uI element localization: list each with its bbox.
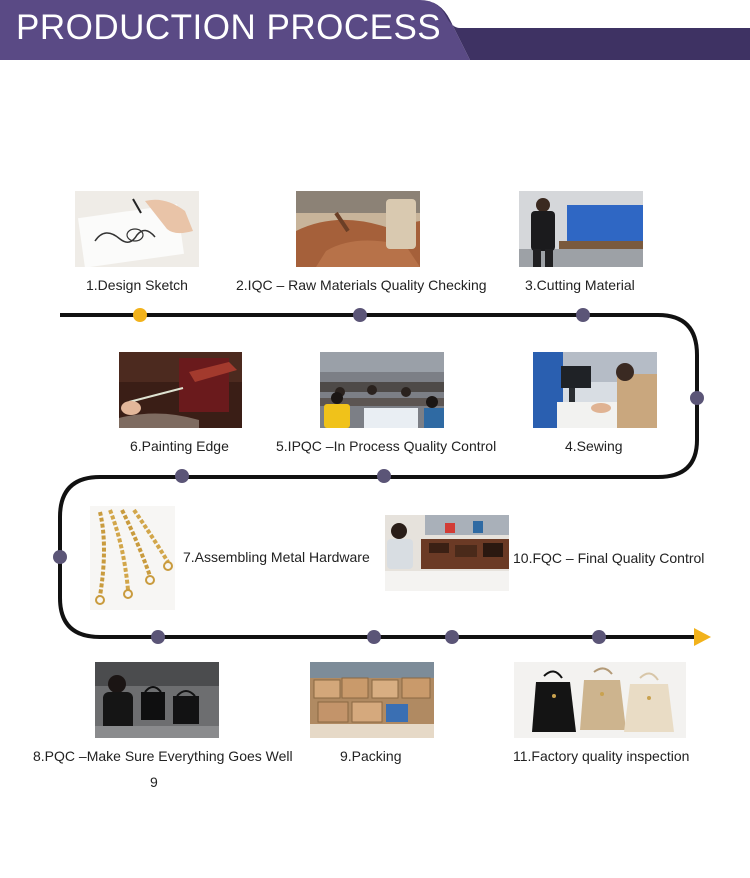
step-label-cutting: 3.Cutting Material [525, 277, 635, 293]
flow-node [151, 630, 165, 644]
cutting-photo [519, 191, 643, 267]
step-label-factory-inspection: 11.Factory quality inspection [513, 748, 690, 764]
step-label-iqc: 2.IQC – Raw Materials Quality Checking [236, 277, 487, 293]
leather-photo [296, 191, 420, 267]
sewing-photo [533, 352, 657, 428]
flow-node [445, 630, 459, 644]
flow-node [690, 391, 704, 405]
handbags-photo [514, 662, 686, 738]
flow-node [592, 630, 606, 644]
workshop-photo [320, 352, 444, 428]
flow-arrow-icon [694, 628, 711, 646]
chain-photo [90, 506, 175, 610]
step-label-packing: 9.Packing [340, 748, 402, 764]
painting-photo [119, 352, 242, 428]
flow-node [353, 308, 367, 322]
sketch-photo [75, 191, 199, 267]
flow-node-start [133, 308, 147, 322]
flow-node [377, 469, 391, 483]
step-label-fqc: 10.FQC – Final Quality Control [513, 550, 705, 566]
step-label-hardware: 7.Assembling Metal Hardware [183, 549, 370, 565]
flow-node [367, 630, 381, 644]
flow-node [175, 469, 189, 483]
step-label-pqc: 8.PQC –Make Sure Everything Goes Well [33, 748, 293, 764]
step-label-ipqc: 5.IPQC –In Process Quality Control [276, 438, 497, 454]
header-banner: PRODUCTION PROCESS [0, 0, 750, 60]
step-label-painting: 6.Painting Edge [130, 438, 229, 454]
banner-shape [0, 0, 750, 60]
boxes-photo [310, 662, 434, 738]
step-label-sewing: 4.Sewing [565, 438, 623, 454]
inspection-photo [95, 662, 219, 738]
step-label-design-sketch: 1.Design Sketch [86, 277, 188, 293]
stray-number: 9 [150, 774, 158, 790]
page-title: PRODUCTION PROCESS [16, 8, 442, 47]
final-check-photo [385, 515, 509, 591]
flow-node [53, 550, 67, 564]
flow-node [576, 308, 590, 322]
